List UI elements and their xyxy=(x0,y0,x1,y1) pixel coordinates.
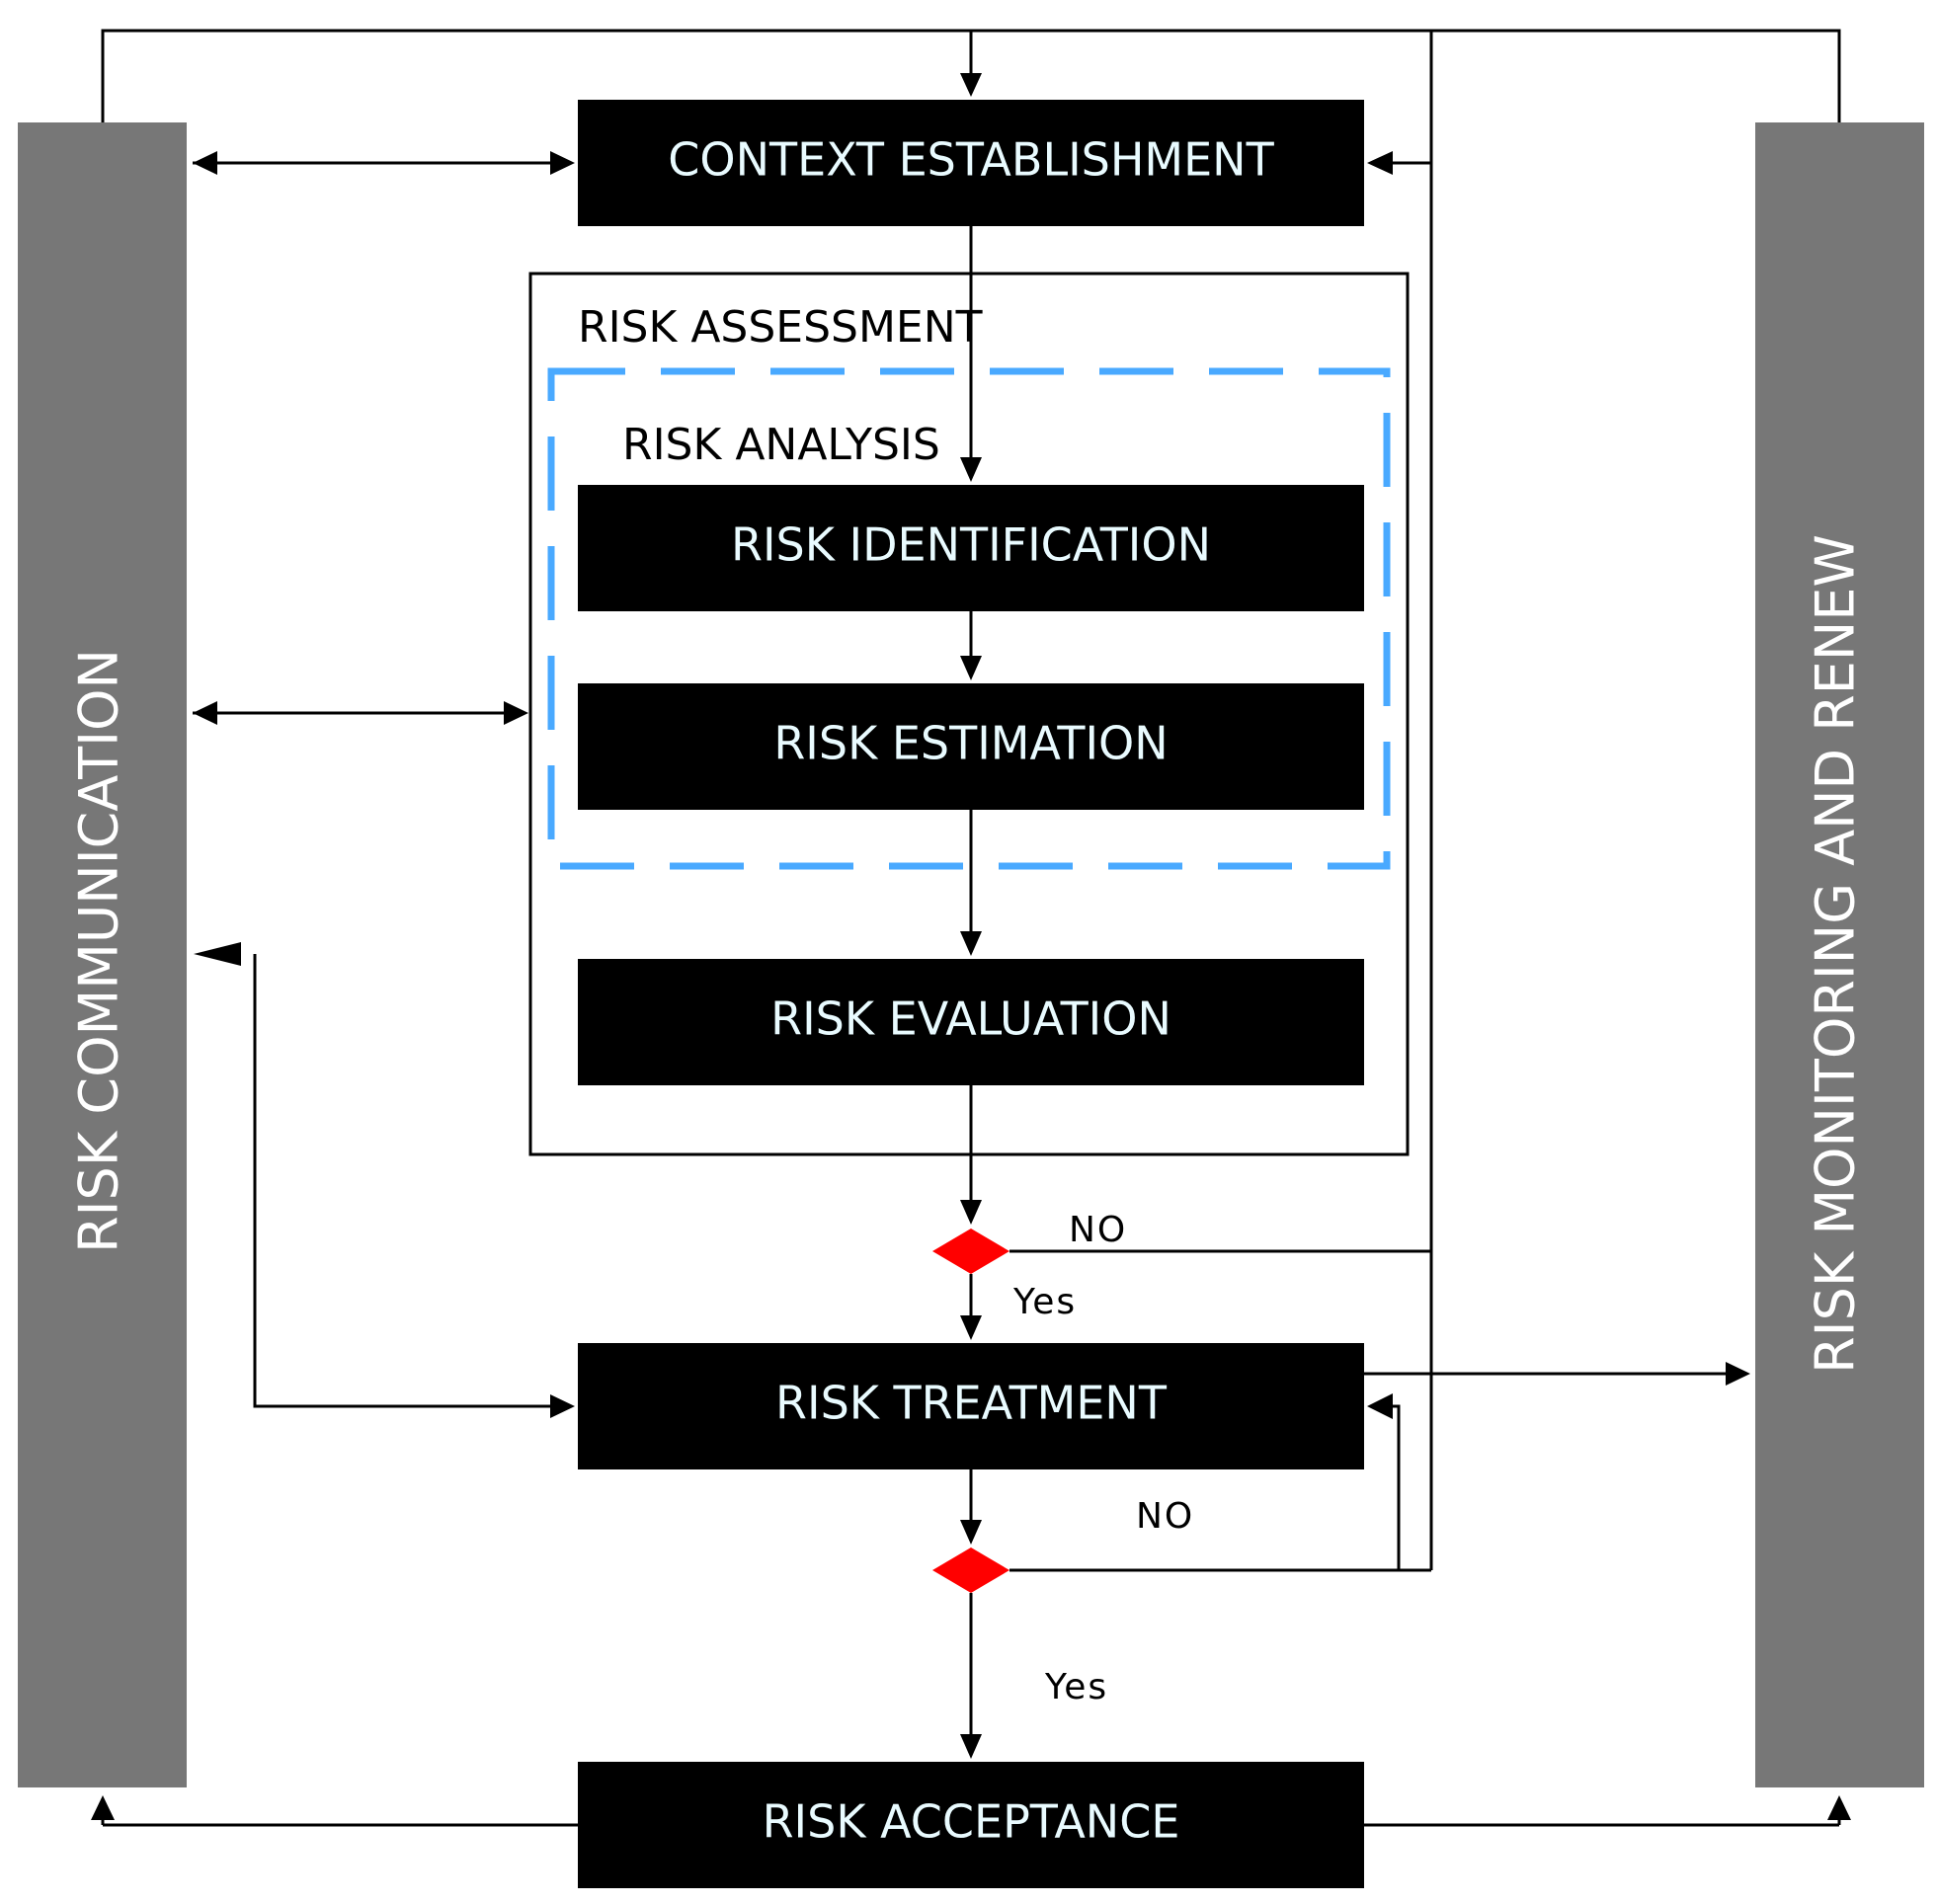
risk-communication-label: RISK COMMUNICATION xyxy=(68,649,130,1253)
acceptance-to-monitoring-arrowhead xyxy=(1827,1795,1851,1820)
decision-2-diamond xyxy=(932,1547,1009,1593)
decision-2-no-back-to-treatment-line xyxy=(1383,1404,1401,1570)
communication-to-assessment-right-arrowhead xyxy=(504,701,528,725)
risk-analysis-title: RISK ANALYSIS xyxy=(622,420,940,470)
risk-assessment-frame xyxy=(528,272,1410,1156)
evaluation-to-decision-arrowhead xyxy=(960,1200,982,1225)
decision-1-diamond xyxy=(932,1229,1009,1274)
risk-acceptance-box xyxy=(578,1762,1364,1888)
estimation-to-evaluation-arrowhead xyxy=(960,931,982,956)
risk-monitoring-sidebar xyxy=(1755,122,1924,1787)
top-entry-arrowhead xyxy=(960,73,982,97)
risk-analysis-dashed-frame xyxy=(547,367,1391,870)
risk-treatment-box xyxy=(578,1343,1364,1469)
risk-identification-box xyxy=(578,485,1364,611)
context-establishment-label: CONTEXT ESTABLISHMENT xyxy=(668,133,1274,187)
context-establishment-box xyxy=(578,100,1364,226)
communication-to-treatment-line xyxy=(253,954,561,1408)
risk-estimation-box xyxy=(578,683,1364,810)
communication-to-treatment-top-arrowhead xyxy=(194,942,241,966)
communication-to-context-right-arrowhead xyxy=(550,151,575,175)
risk-evaluation-label: RISK EVALUATION xyxy=(770,992,1171,1046)
communication-to-context-left-arrowhead xyxy=(193,151,217,175)
risk-evaluation-box xyxy=(578,959,1364,1085)
decision-1-yes-label: Yes xyxy=(1012,1282,1077,1322)
identification-to-estimation-arrowhead xyxy=(960,656,982,680)
risk-monitoring-label: RISK MONITORING AND RENEW xyxy=(1805,534,1867,1374)
communication-to-treatment-right-arrowhead xyxy=(550,1394,575,1418)
top-left-loop-line xyxy=(101,29,971,122)
treatment-to-monitoring-arrowhead xyxy=(1726,1362,1750,1386)
risk-communication-sidebar xyxy=(18,122,187,1787)
risk-treatment-label: RISK TREATMENT xyxy=(775,1377,1168,1430)
decision-1-no-label: NO xyxy=(1069,1210,1127,1250)
risk-estimation-label: RISK ESTIMATION xyxy=(773,717,1168,770)
decision-2-no-label: NO xyxy=(1136,1496,1194,1537)
decision-2-no-back-to-treatment-arrowhead xyxy=(1367,1393,1393,1419)
decision-2-yes-arrowhead xyxy=(960,1734,982,1759)
top-right-loop-line xyxy=(971,29,1841,122)
risk-identification-label: RISK IDENTIFICATION xyxy=(731,518,1211,572)
treatment-to-decision-2-arrowhead xyxy=(960,1520,982,1545)
acceptance-to-communication-arrowhead xyxy=(91,1795,115,1820)
return-to-context-arrowhead xyxy=(1367,151,1393,175)
communication-to-assessment-left-arrowhead xyxy=(193,701,217,725)
risk-assessment-title: RISK ASSESSMENT xyxy=(578,302,983,353)
risk-acceptance-label: RISK ACCEPTANCE xyxy=(763,1795,1180,1849)
decision-2-yes-label: Yes xyxy=(1044,1667,1108,1707)
decision-1-yes-arrowhead xyxy=(960,1315,982,1340)
context-to-identification-arrowhead xyxy=(960,457,982,482)
